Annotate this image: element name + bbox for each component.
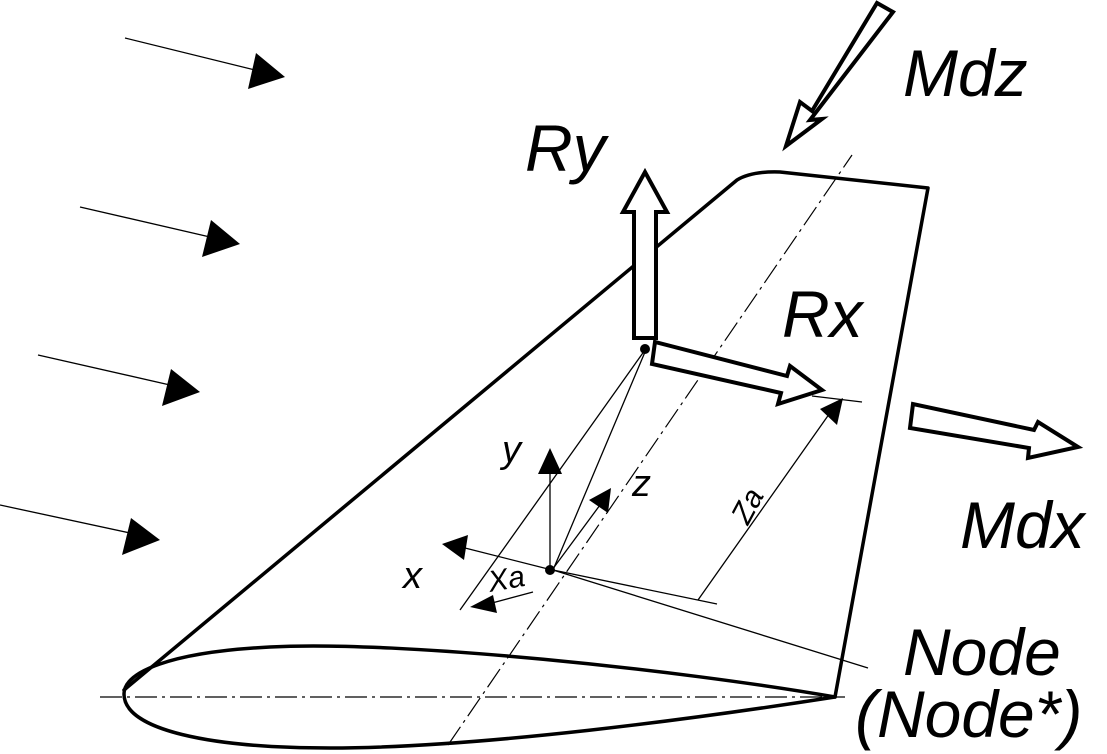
- airflow-arrow: [37, 354, 200, 406]
- rx-label: Rx: [782, 277, 865, 351]
- airflow-arrows: [0, 37, 285, 555]
- reference-lines: [100, 154, 853, 746]
- node-star-label: (Node*): [855, 677, 1082, 751]
- load-arrows: [619, 0, 1084, 461]
- construction-lines: [459, 349, 869, 669]
- wing-leading-edge: [122, 170, 930, 699]
- root-airfoil: [122, 644, 837, 750]
- mdx-arrow-icon: [907, 401, 1084, 461]
- span-reference-line: [447, 154, 853, 746]
- za-label: Za: [725, 483, 771, 530]
- z-axis-label: z: [631, 463, 651, 505]
- axis-origin-point: [545, 565, 555, 575]
- x-axis-arrow-icon: [442, 535, 468, 560]
- load-point: [640, 344, 650, 354]
- wing-outline: [122, 170, 930, 750]
- node-label: Node: [903, 615, 1061, 689]
- local-axes: [442, 398, 843, 613]
- y-axis-arrow-icon: [538, 448, 562, 474]
- za-arrow-icon: [820, 398, 843, 425]
- airflow-arrow: [124, 37, 285, 89]
- x-axis-label: x: [401, 555, 424, 597]
- xa-arrow-icon: [470, 595, 497, 613]
- labels: Mdz Ry Rx Mdx y z x Xa Za Node (Node*): [401, 36, 1087, 751]
- y-axis-label: y: [499, 429, 523, 471]
- airflow-arrow: [0, 504, 160, 555]
- z-axis-arrow-icon: [589, 488, 611, 513]
- mdz-arrow-icon: [782, 0, 896, 152]
- ry-arrow-icon: [619, 167, 671, 340]
- mdx-label: Mdx: [960, 488, 1087, 562]
- rx-arrow-icon: [649, 339, 827, 408]
- ry-label: Ry: [525, 111, 610, 185]
- airflow-arrow: [79, 206, 240, 257]
- mdz-label: Mdz: [903, 36, 1028, 110]
- xa-label: Xa: [485, 560, 528, 599]
